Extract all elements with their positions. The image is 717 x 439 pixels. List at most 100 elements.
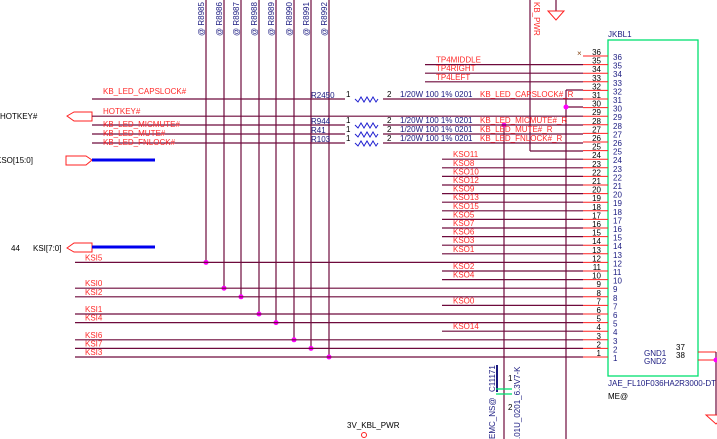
pin-number-outer: 25 <box>592 143 601 152</box>
pin-number-inner: 6 <box>613 311 618 320</box>
hotkey-net-label: HOTKEY# <box>103 107 141 116</box>
resistor-pin2: 2 <box>387 125 392 134</box>
pin-number-inner: 31 <box>613 96 622 105</box>
resistor-icon <box>354 131 379 138</box>
connector-part: JAE_FL10F036HA2R3000-DT <box>608 379 716 388</box>
tp-net-label: TP4MIDDLE <box>436 56 481 65</box>
ksi-net-label: KSI1 <box>85 305 103 314</box>
pin-number-outer: 31 <box>592 91 601 100</box>
pin-number-outer: 33 <box>592 74 601 83</box>
pin-number-outer: 18 <box>592 203 601 212</box>
pin-number-inner: 11 <box>613 268 622 277</box>
ground-icon <box>546 10 566 21</box>
pin-number-inner: 12 <box>613 259 622 268</box>
pin-number-outer: 1 <box>597 349 602 358</box>
pin-number-outer: 32 <box>592 82 601 91</box>
junction-dot <box>563 104 569 110</box>
pin-number-inner: 24 <box>613 156 622 165</box>
kso-net-label: KSO10 <box>453 167 479 176</box>
resistor-spec: 1/20W 100 1% 0201 <box>400 90 473 99</box>
pin-number-inner: 10 <box>613 277 622 286</box>
kso-net-label: KSO3 <box>453 236 475 245</box>
connector-option: ME@ <box>608 392 628 401</box>
kso-net-label: KSO12 <box>453 176 479 185</box>
resistor-icon <box>354 96 379 103</box>
pin-number-inner: 22 <box>613 173 622 182</box>
led-net-label: KB_LED_CAPSLOCK# <box>103 87 187 96</box>
pin-number-outer: 5 <box>597 315 602 324</box>
kso-net-label: KSO0 <box>453 296 475 305</box>
pin-number-outer: 12 <box>592 254 601 263</box>
pin-number-inner: 29 <box>613 113 622 122</box>
capacitor-option: EMC_NS@ <box>488 398 497 439</box>
pin-number-outer: 8 <box>597 289 602 298</box>
capacitor-ref: C11171 <box>488 365 497 392</box>
resistor-spec: 1/20W 100 1% 0201 <box>400 134 473 143</box>
gnd1-pin: 37 <box>676 343 685 352</box>
kso-net-label: KSO4 <box>453 271 475 280</box>
pin-number-outer: 16 <box>592 220 601 229</box>
pin-number-outer: 6 <box>597 306 602 315</box>
power-label: 3V_KBL_PWR <box>347 421 400 430</box>
pin-number-inner: 5 <box>613 320 618 329</box>
pin-number-outer: 30 <box>592 100 601 109</box>
ksi-net-label: KSI6 <box>85 331 103 340</box>
resistor-pin2: 2 <box>387 90 392 99</box>
pin-number-inner: 36 <box>613 53 622 62</box>
pin-number-outer: 9 <box>597 280 602 289</box>
kso-net-label: KSO1 <box>453 245 475 254</box>
pin-number-inner: 19 <box>613 199 622 208</box>
tp-net-label: TP4RIGHT <box>436 64 476 73</box>
gnd1-label: GND1 <box>644 349 667 358</box>
ksi-net-label: KSI7 <box>85 339 103 348</box>
pin-number-outer: 21 <box>592 177 601 186</box>
ksi-net-label: KSI0 <box>85 279 103 288</box>
pin-number-outer: 35 <box>592 57 601 66</box>
pin-number-inner: 34 <box>613 70 622 79</box>
ground-icon <box>704 414 717 425</box>
pin-number-inner: 4 <box>613 328 618 337</box>
led-net-label: KB_LED_MUTE# <box>103 129 166 138</box>
pin-number-inner: 25 <box>613 148 622 157</box>
pin-number-inner: 3 <box>613 337 618 346</box>
top-resistor-label: @ R8985 <box>197 2 206 36</box>
top-resistor-label: @ R8990 <box>285 2 294 36</box>
resistor-icon <box>354 140 379 147</box>
gnd2-label: GND2 <box>644 357 667 366</box>
no-connect-icon: × <box>577 49 582 58</box>
connector-body <box>607 39 699 377</box>
pin-number-inner: 32 <box>613 87 622 96</box>
pin-number-inner: 9 <box>613 285 618 294</box>
kso-net-label: KSO7 <box>453 219 475 228</box>
pin-number-outer: 3 <box>597 332 602 341</box>
ksi-bus-port[interactable] <box>66 242 93 253</box>
kso-net-label: KSO8 <box>453 159 475 168</box>
kso-net-label: KSO5 <box>453 210 475 219</box>
resistor-pin1: 1 <box>346 125 351 134</box>
power-port-icon[interactable] <box>361 432 367 438</box>
kso-bus-port[interactable] <box>65 155 93 166</box>
pin-number-outer: 19 <box>592 194 601 203</box>
pin-number-outer: 2 <box>597 340 602 349</box>
ksi-net-label: KSI3 <box>85 348 103 357</box>
top-resistor-label: @ R8987 <box>232 2 241 36</box>
pin-number-outer: 22 <box>592 168 601 177</box>
led-net-out-label: KB_LED_MICMUTE#_R <box>480 116 567 125</box>
pin-number-outer: 28 <box>592 117 601 126</box>
pin-number-inner: 1 <box>613 354 618 363</box>
hotkey-port-arrow[interactable] <box>66 111 93 122</box>
pin-number-inner: 23 <box>613 165 622 174</box>
pin-number-inner: 21 <box>613 182 622 191</box>
pin-number-inner: 30 <box>613 105 622 114</box>
capacitor-spec: .01U_0201_6.3V7-K <box>513 366 522 439</box>
resistor-pin1: 1 <box>346 134 351 143</box>
resistor-ref: R2450 <box>311 91 335 100</box>
pin-number-outer: 10 <box>592 272 601 281</box>
resistor-pin1: 1 <box>346 90 351 99</box>
resistor-ref: R41 <box>311 126 326 135</box>
pin-number-inner: 8 <box>613 294 618 303</box>
top-resistor-label: @ R8988 <box>250 2 259 36</box>
resistor-pin2: 2 <box>387 134 392 143</box>
pin-number-inner: 2 <box>613 345 618 354</box>
top-resistor-label: @ R8989 <box>267 2 276 36</box>
